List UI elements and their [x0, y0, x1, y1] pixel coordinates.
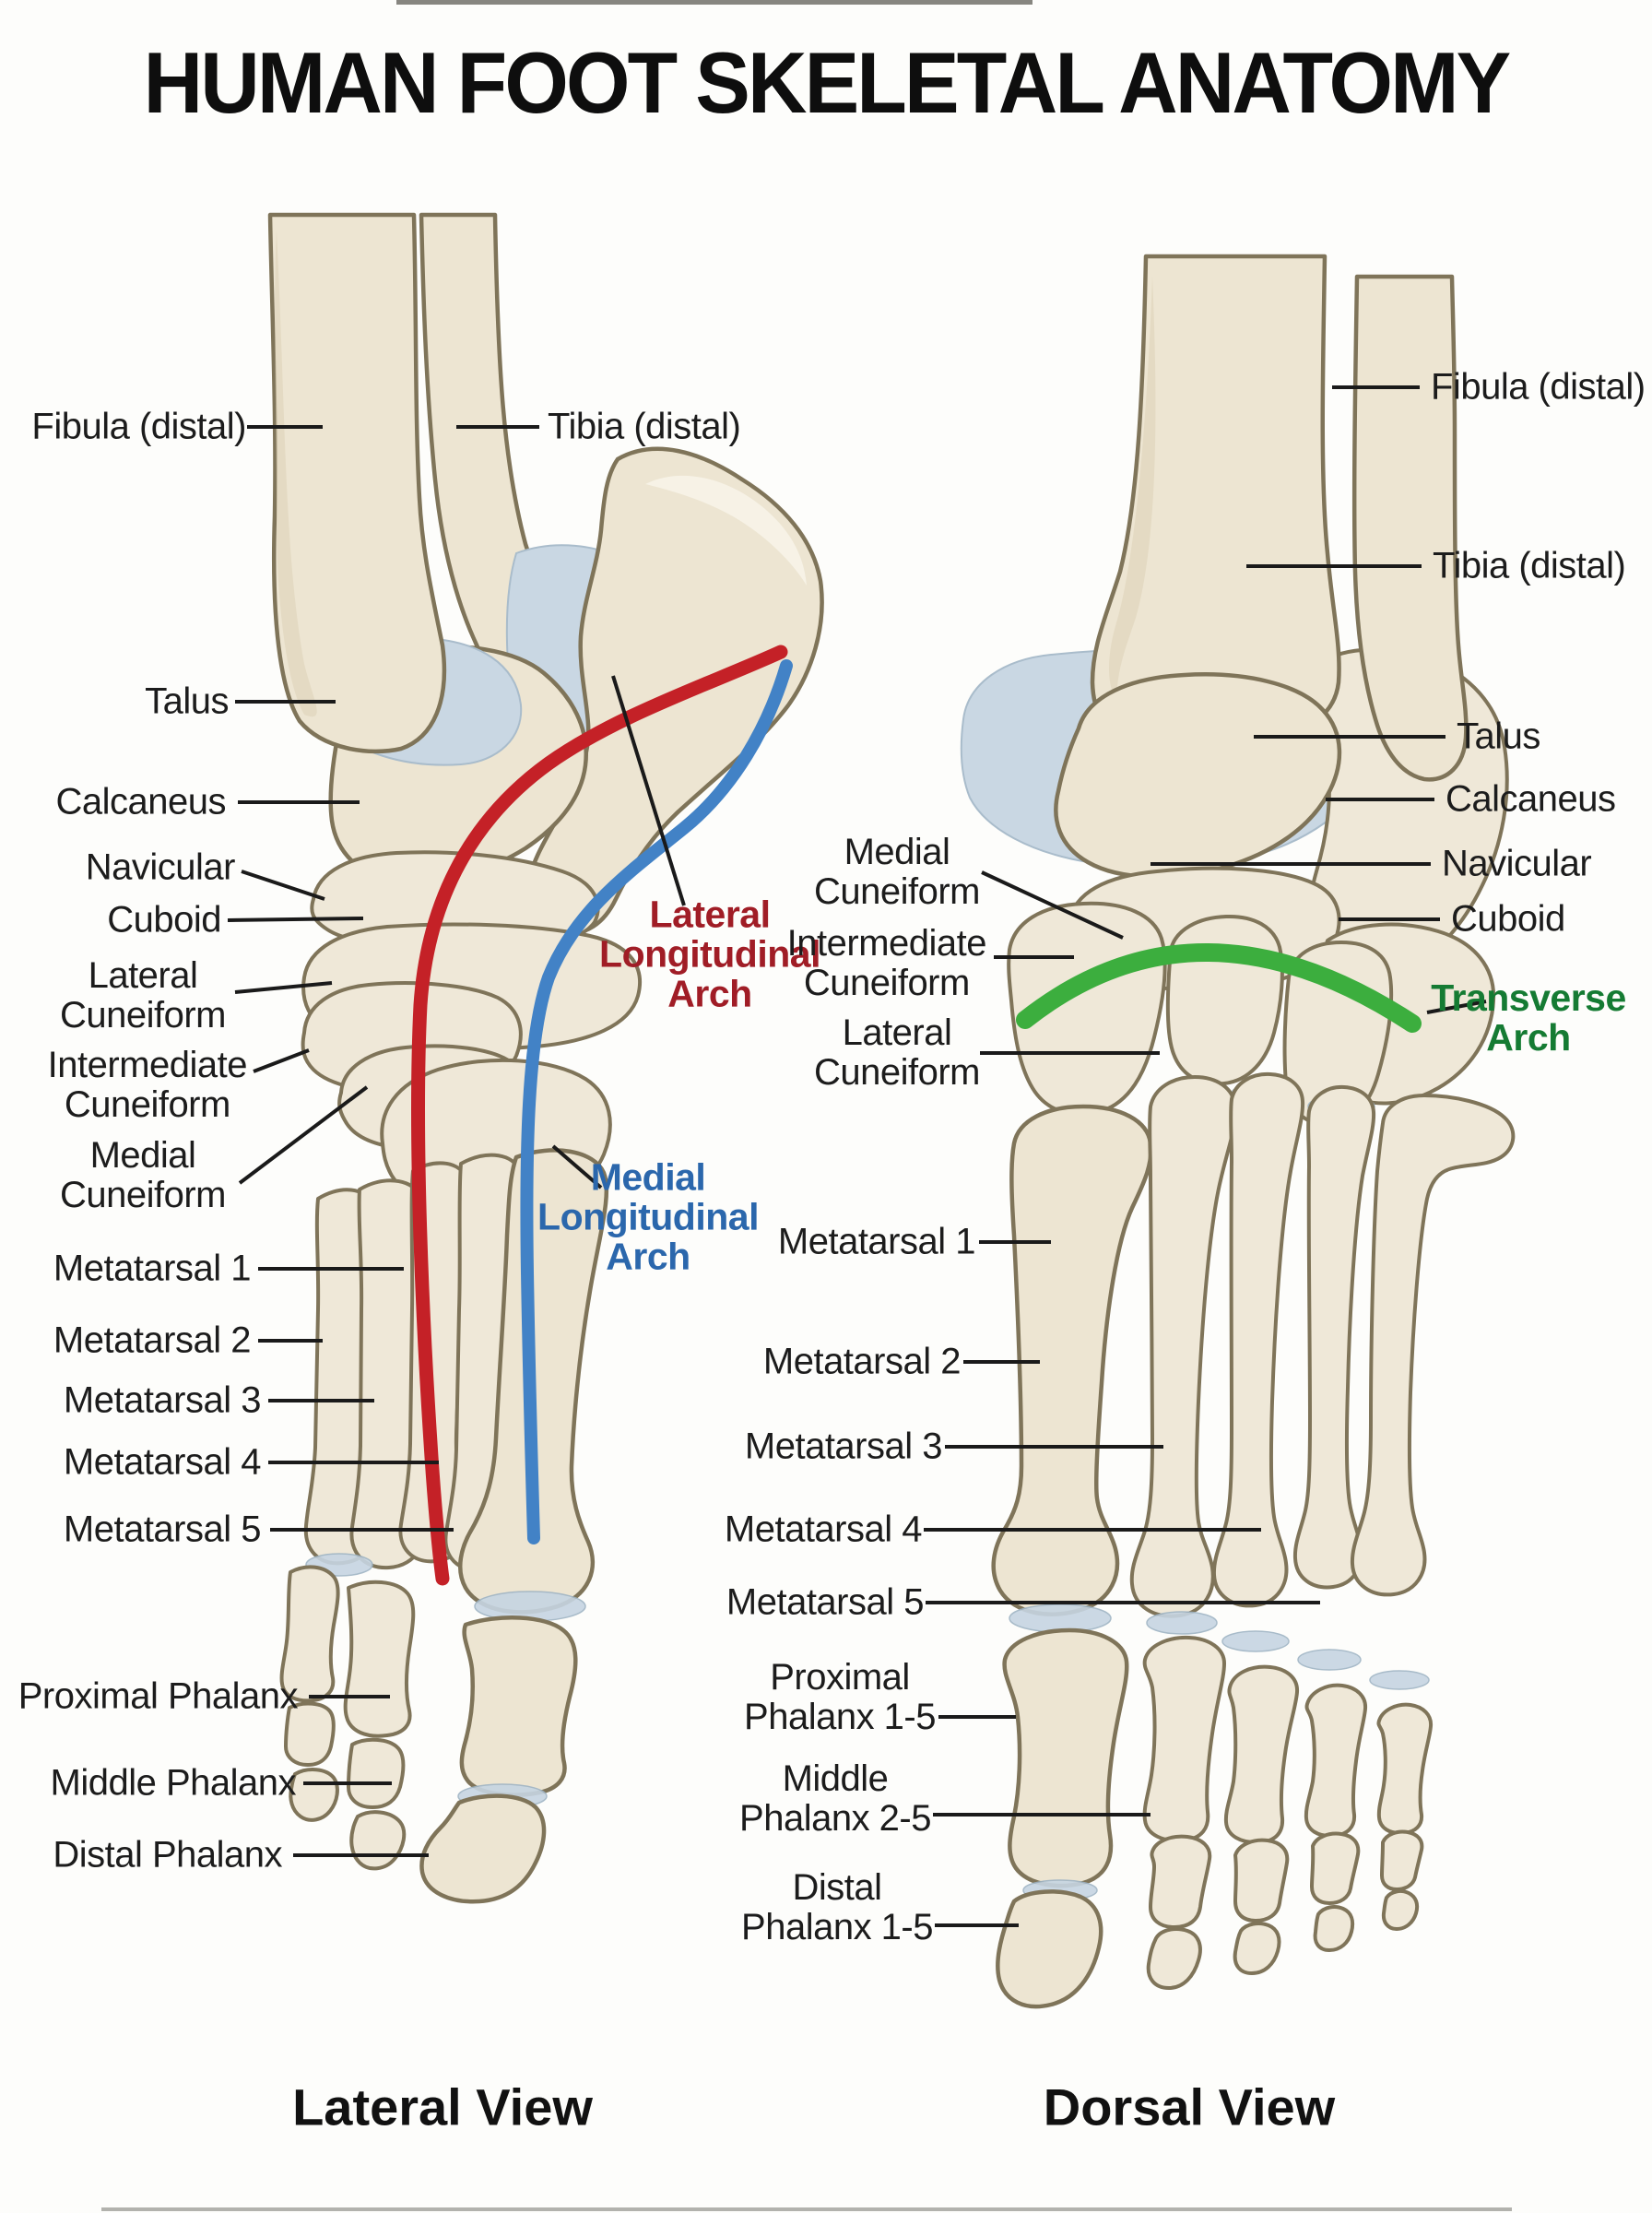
toe-bone — [284, 1701, 336, 1767]
toe-bone — [1142, 1635, 1226, 1843]
label-lateral-calcaneus: Calcaneus — [55, 781, 226, 822]
bottom-edge-artifact — [101, 2207, 1512, 2211]
label-lateral-lateral-cuneiform: Lateral Cuneiform — [59, 955, 227, 1035]
label-dorsal-cuboid: Cuboid — [1451, 898, 1565, 940]
label-dorsal-distal-phalanx: Distal Phalanx 1-5 — [741, 1867, 933, 1947]
label-medial-longitudinal-arch: Medial Longitudinal Arch — [537, 1155, 759, 1278]
lateral-longitudinal-arch-line — [411, 645, 788, 1586]
mtp-joint-cartilage — [1221, 1630, 1290, 1652]
label-lateral-metatarsal-5: Metatarsal 5 — [63, 1509, 262, 1550]
tibia-shading — [1109, 277, 1156, 701]
dorsal-fibula-bone — [1351, 274, 1469, 782]
label-transverse-arch: Transverse Arch — [1431, 976, 1626, 1059]
label-lateral-proximal-phalanx: Proximal Phalanx — [18, 1675, 299, 1717]
label-lateral-medial-cuneiform: Medial Cuneiform — [59, 1135, 227, 1215]
toe-bone — [1304, 1683, 1368, 1839]
mtp-joint-cartilage — [1146, 1611, 1218, 1635]
toe-bone — [1233, 1922, 1281, 1975]
fibula-shading — [275, 231, 317, 717]
label-lateral-metatarsal-3: Metatarsal 3 — [63, 1379, 262, 1421]
lateral-fibula-bone — [267, 212, 447, 754]
label-dorsal-navicular: Navicular — [1442, 843, 1592, 884]
label-dorsal-metatarsal-2: Metatarsal 2 — [762, 1341, 962, 1382]
label-lateral-intermediate-cuneiform: Intermediate Cuneiform — [47, 1045, 248, 1125]
dorsal-leader-lines — [924, 385, 1487, 1927]
label-lateral-middle-phalanx: Middle Phalanx — [50, 1762, 297, 1804]
dorsal-metatarsal-3-bone — [1211, 1071, 1305, 1608]
toe-bone — [1223, 1664, 1300, 1845]
label-lateral-fibula: Fibula (distal) — [31, 406, 246, 447]
dorsal-talus-bone — [1054, 672, 1342, 880]
dorsal-metatarsal-4-bone — [1292, 1084, 1376, 1590]
caption-dorsal-view: Dorsal View — [1043, 2077, 1336, 2136]
label-dorsal-intermediate-cuneiform: Intermediate Cuneiform — [786, 923, 987, 1003]
label-dorsal-middle-phalanx: Middle Phalanx 2-5 — [739, 1758, 931, 1839]
page-title: HUMAN FOOT SKELETAL ANATOMY — [143, 34, 1512, 131]
label-dorsal-proximal-phalanx: Proximal Phalanx 1-5 — [744, 1657, 936, 1737]
label-lateral-talus: Talus — [145, 680, 229, 722]
toe-bone — [1376, 1702, 1434, 1836]
dorsal-intermediate-cuneiform-bone — [1165, 914, 1284, 1086]
toe-bone — [1380, 1829, 1424, 1891]
dorsal-distal-phalanx-1-bone — [996, 1889, 1103, 2009]
label-dorsal-metatarsal-5: Metatarsal 5 — [726, 1581, 925, 1623]
dorsal-metatarsal-5-bone — [1350, 1094, 1516, 1597]
label-dorsal-lateral-cuneiform: Lateral Cuneiform — [813, 1012, 981, 1093]
medial-longitudinal-arch-line — [520, 659, 793, 1544]
caption-lateral-view: Lateral View — [292, 2077, 593, 2136]
transverse-arch-line — [1016, 943, 1422, 1033]
label-dorsal-medial-cuneiform: Medial Cuneiform — [813, 832, 981, 912]
dorsal-tibia-bone — [1090, 254, 1341, 747]
label-lateral-cuboid: Cuboid — [107, 899, 221, 941]
label-dorsal-metatarsal-3: Metatarsal 3 — [744, 1426, 943, 1467]
toe-bone — [1149, 1834, 1212, 1929]
label-lateral-metatarsal-2: Metatarsal 2 — [53, 1320, 252, 1361]
toe-bone — [347, 1737, 406, 1809]
label-dorsal-fibula: Fibula (distal) — [1431, 366, 1646, 408]
dorsal-view-figure — [924, 254, 1516, 2009]
label-dorsal-talus: Talus — [1457, 716, 1540, 757]
lateral-view-figure — [227, 212, 824, 1904]
toe-bone — [1310, 1831, 1361, 1905]
mtp-joint-cartilage — [1297, 1649, 1362, 1671]
label-dorsal-tibia: Tibia (distal) — [1433, 545, 1626, 586]
label-lateral-metatarsal-1: Metatarsal 1 — [53, 1248, 252, 1289]
label-lateral-longitudinal-arch: Lateral Longitudinal Arch — [599, 893, 820, 1015]
label-lateral-navicular: Navicular — [85, 846, 236, 888]
lateral-distal-phalanx-1-bone — [419, 1793, 547, 1904]
toe-bone — [1233, 1838, 1290, 1923]
mtp-joint-cartilage — [1369, 1670, 1430, 1690]
label-lateral-distal-phalanx: Distal Phalanx — [53, 1834, 282, 1876]
lateral-proximal-phalanx-1-bone — [459, 1615, 578, 1797]
label-dorsal-metatarsal-4: Metatarsal 4 — [724, 1509, 923, 1550]
calcaneus-highlight — [645, 475, 807, 586]
label-lateral-tibia: Tibia (distal) — [548, 406, 741, 447]
lateral-leader-lines — [227, 425, 686, 1857]
label-lateral-metatarsal-4: Metatarsal 4 — [63, 1441, 262, 1483]
toe-bone — [1146, 1927, 1202, 1990]
toe-bone — [349, 1810, 407, 1871]
toe-bone — [279, 1565, 340, 1703]
label-dorsal-calcaneus: Calcaneus — [1446, 778, 1616, 820]
toe-bone — [289, 1768, 339, 1822]
toe-bone — [1313, 1905, 1355, 1952]
label-dorsal-metatarsal-1: Metatarsal 1 — [777, 1221, 976, 1262]
toe-bone — [1381, 1888, 1420, 1931]
dorsal-proximal-phalanx-1-bone — [1002, 1627, 1129, 1888]
mtp-joint-cartilage — [1009, 1604, 1112, 1633]
toe-bone — [343, 1580, 416, 1738]
top-edge-artifact — [396, 0, 1032, 5]
